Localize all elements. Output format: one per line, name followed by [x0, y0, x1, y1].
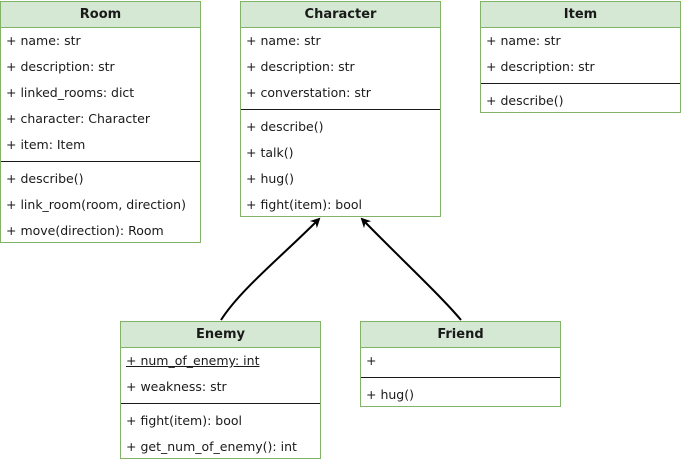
class-enemy-title: Enemy [121, 322, 320, 348]
class-room-title: Room [1, 2, 200, 28]
class-item-title: Item [481, 2, 680, 28]
class-item-divider [481, 80, 680, 88]
class-room-attribute: + character: Character [6, 111, 150, 126]
class-room[interactable]: Room + name: str + description: str + li… [0, 1, 201, 243]
class-character-method: + fight(item): bool [246, 197, 362, 212]
class-enemy-method: + fight(item): bool [126, 413, 242, 428]
class-character-attribute: + description: str [246, 59, 355, 74]
class-friend-divider [361, 374, 560, 382]
class-room-attribute: + item: Item [6, 137, 86, 152]
class-friend-attribute: + [366, 353, 377, 368]
class-item-methods: + describe() [481, 88, 680, 114]
class-character-methods: + describe() + talk() + hug() + fight(it… [241, 114, 440, 218]
class-enemy-method: + get_num_of_enemy(): int [126, 439, 297, 454]
class-room-method: + link_room(room, direction) [6, 197, 186, 212]
class-room-method: + move(direction): Room [6, 223, 164, 238]
class-character[interactable]: Character + name: str + description: str… [240, 1, 441, 217]
class-character-attributes: + name: str + description: str + convers… [241, 28, 440, 106]
class-character-method: + describe() [246, 119, 324, 134]
class-room-methods: + describe() + link_room(room, direction… [1, 166, 200, 244]
class-character-title: Character [241, 2, 440, 28]
class-item-attributes: + name: str + description: str [481, 28, 680, 80]
friend-to-character-arrow [360, 217, 462, 321]
class-friend-title: Friend [361, 322, 560, 348]
class-character-method: + hug() [246, 171, 294, 186]
class-room-attribute: + linked_rooms: dict [6, 85, 135, 100]
class-character-attribute: + name: str [246, 33, 321, 48]
class-enemy-methods: + fight(item): bool + get_num_of_enemy()… [121, 408, 320, 460]
class-enemy-divider [121, 400, 320, 408]
class-enemy-static-attribute: + num_of_enemy: int [126, 353, 260, 368]
class-item[interactable]: Item + name: str + description: str + de… [480, 1, 681, 113]
class-room-attribute: + name: str [6, 33, 81, 48]
class-character-attribute: + converstation: str [246, 85, 371, 100]
class-friend-method: + hug() [366, 387, 414, 402]
class-item-attribute: + name: str [486, 33, 561, 48]
class-item-attribute: + description: str [486, 59, 595, 74]
class-room-attribute: + description: str [6, 59, 115, 74]
class-enemy-attribute: + weakness: str [126, 379, 227, 394]
class-room-attributes: + name: str + description: str + linked_… [1, 28, 200, 158]
class-room-method: + describe() [6, 171, 84, 186]
class-friend[interactable]: Friend + + hug() [360, 321, 561, 407]
class-friend-methods: + hug() [361, 382, 560, 408]
class-enemy[interactable]: Enemy + num_of_enemy: int + weakness: st… [120, 321, 321, 459]
class-friend-attributes: + [361, 348, 560, 374]
class-character-method: + talk() [246, 145, 294, 160]
class-item-method: + describe() [486, 93, 564, 108]
class-room-divider [1, 158, 200, 166]
class-enemy-attributes: + num_of_enemy: int + weakness: str [121, 348, 320, 400]
class-character-divider [241, 106, 440, 114]
enemy-to-character-arrow [220, 217, 321, 321]
